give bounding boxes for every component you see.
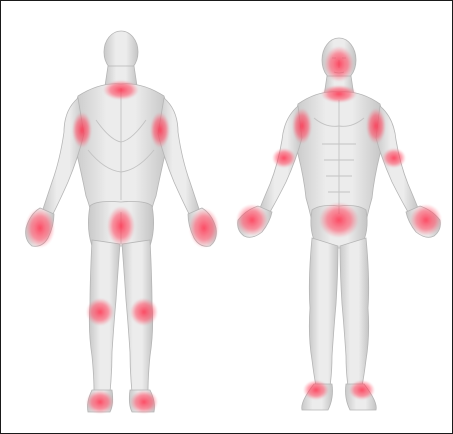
highlight-front-right-elbow bbox=[382, 148, 406, 168]
highlight-back-right-ankle bbox=[130, 390, 158, 414]
highlight-back-buttocks bbox=[107, 206, 135, 246]
highlight-back-right-hand bbox=[189, 208, 219, 248]
highlight-back-right-shoulder bbox=[150, 112, 170, 148]
highlight-front-right-hand bbox=[410, 204, 442, 236]
highlight-front-left-hand bbox=[236, 204, 268, 236]
highlight-front-groin bbox=[319, 202, 359, 238]
highlight-back-neck bbox=[103, 80, 139, 100]
highlight-back-left-ankle bbox=[86, 390, 114, 414]
highlight-back-left-hand bbox=[25, 208, 55, 248]
highlight-front-right-ankle bbox=[349, 380, 375, 400]
highlight-front-left-shoulder bbox=[292, 108, 312, 144]
highlight-front-right-shoulder bbox=[366, 108, 386, 144]
highlight-front-face bbox=[324, 46, 354, 82]
highlight-back-right-knee bbox=[130, 298, 158, 326]
highlight-front-left-elbow bbox=[272, 148, 296, 168]
highlight-back-left-shoulder bbox=[72, 112, 92, 148]
highlight-back-left-knee bbox=[86, 298, 114, 326]
highlight-front-neck bbox=[321, 85, 357, 103]
highlight-front-left-ankle bbox=[303, 380, 329, 400]
